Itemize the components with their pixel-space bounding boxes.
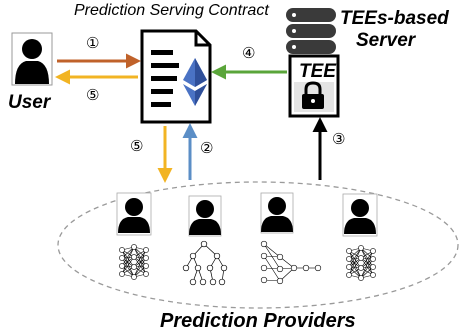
neural-network-icon <box>260 240 322 285</box>
neural-network-icon <box>346 245 376 281</box>
provider-4 <box>342 193 378 281</box>
providers-group <box>57 181 459 309</box>
decision-tree-icon <box>182 240 228 286</box>
step-4-label: ④ <box>242 44 256 62</box>
provider-3 <box>260 192 322 285</box>
provider-1 <box>116 192 152 280</box>
server-label-line1: TEEs-based <box>340 8 449 29</box>
provider-2 <box>182 195 228 286</box>
server-icon <box>286 8 336 54</box>
step-1-label: ① <box>86 34 100 52</box>
user-label: User <box>8 92 51 113</box>
ethereum-icon <box>183 58 207 106</box>
lock-icon <box>302 81 324 109</box>
user-icon <box>11 32 53 86</box>
step-3-label: ③ <box>332 130 346 148</box>
server-label-line2: Server <box>356 30 416 51</box>
providers-label: Prediction Providers <box>160 310 356 332</box>
step-5-user-label: ⑤ <box>86 86 100 104</box>
contract-title: Prediction Serving Contract <box>74 2 269 19</box>
neural-network-icon <box>119 244 149 280</box>
tee-label: TEE <box>299 61 336 82</box>
step-2-label: ② <box>200 139 214 157</box>
step-5-providers-label: ⑤ <box>130 137 144 155</box>
server-label: TEEs-based Server <box>340 8 449 52</box>
